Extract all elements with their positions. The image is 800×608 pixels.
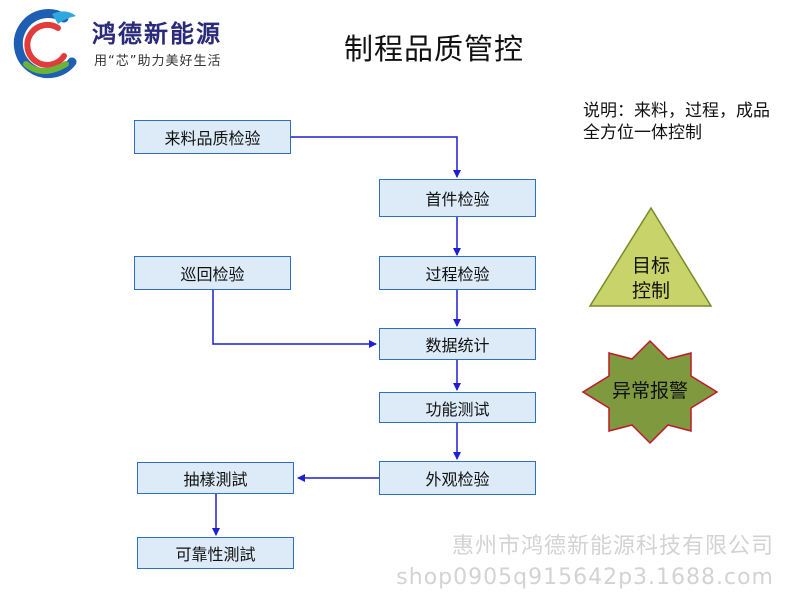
alarm-label: 异常报警 — [611, 380, 688, 402]
first-article-inspection-box: 首件检验 — [379, 179, 536, 217]
incoming-inspection-box: 来料品质检验 — [134, 120, 291, 154]
process-inspection-box: 过程检验 — [379, 256, 536, 290]
brand-name: 鸿德新能源 — [92, 20, 222, 48]
appearance-inspection-box: 外观检验 — [379, 461, 536, 495]
note-line-2: 全方位一体控制 — [583, 123, 702, 143]
target-triangle-shape — [588, 206, 713, 307]
brand-slogan: 用“芯”助力美好生活 — [94, 54, 222, 69]
data-statistics-box: 数据统计 — [379, 328, 536, 360]
patrol-inspection-box: 巡回检验 — [134, 256, 291, 290]
arrow-patrol-to-data — [212, 290, 377, 348]
company-logo-icon — [13, 9, 77, 79]
page-title: 制程品质管控 — [344, 32, 525, 66]
sampling-test-box: 抽樣測試 — [137, 462, 294, 494]
target-control-label: 目标 控制 — [611, 254, 691, 304]
function-test-box: 功能测试 — [379, 392, 536, 423]
description-note: 说明：来料，过程，成品 全方位一体控制 — [583, 100, 798, 144]
watermark-company: 惠州市鸿德新能源科技有限公司 — [451, 534, 774, 559]
arrow-incoming-to-first — [291, 136, 461, 178]
target-label-line-1: 目标 — [631, 255, 670, 277]
target-label-line-2: 控制 — [631, 280, 670, 302]
reliability-test-box: 可靠性測試 — [137, 537, 294, 569]
watermark-shop: shop0905q915642p3.1688.com — [396, 565, 774, 590]
alarm-star-shape — [581, 339, 719, 445]
note-line-1: 说明：来料，过程，成品 — [583, 101, 770, 121]
